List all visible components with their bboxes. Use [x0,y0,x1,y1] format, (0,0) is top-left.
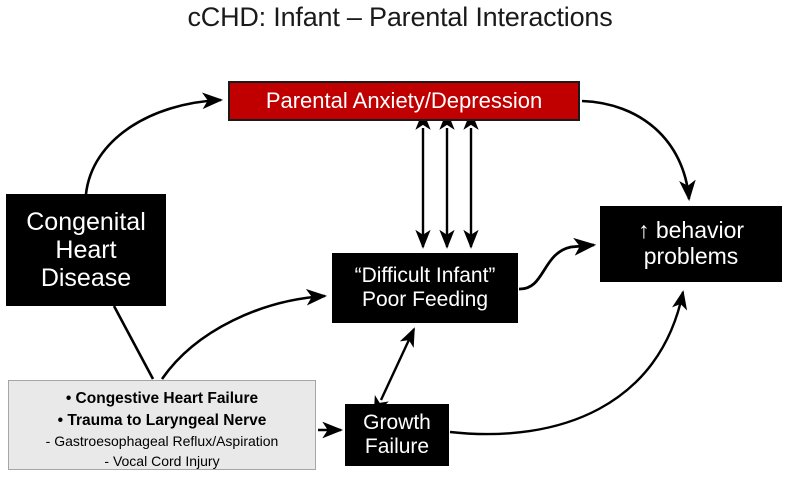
node-difficult-infant-label: “Difficult Infant” Poor Feeding [355,264,496,311]
risk-factor-item-2: • Trauma to Laryngeal Nerve [57,412,267,429]
difficult-infant-line-1: “Difficult Infant” [354,264,496,288]
edge-growth-to-behavior [449,290,688,436]
chd-line-2: Heart [55,236,117,264]
node-difficult-infant[interactable]: “Difficult Infant” Poor Feeding [332,253,518,323]
risk-factor-item-4: - Vocal Cord Injury [104,452,220,469]
node-risk-factors[interactable]: • Congestive Heart Failure • Trauma to L… [8,380,316,470]
edge-chd-to-anxiety [84,92,224,195]
node-parental-anxiety[interactable]: Parental Anxiety/Depression [228,81,580,121]
node-behavior-problems-label: ↑ behavior problems [637,217,745,270]
risk-factor-item-3: - Gastroesophageal Reflux/Aspiration [45,433,279,449]
growth-line-1: Growth [363,411,431,435]
page-title: cCHD: Infant – Parental Interactions [187,2,613,32]
edge-infant-to-behavior [518,237,597,291]
difficult-infant-line-2: Poor Feeding [361,288,489,311]
node-growth-failure[interactable]: Growth Failure [345,404,449,466]
node-parental-anxiety-label: Parental Anxiety/Depression [265,87,543,113]
behavior-line-2: problems [643,243,739,269]
risk-factor-item-1: • Congestive Heart Failure [65,390,259,407]
edge-anxiety-to-behavior [581,99,696,202]
chd-line-3: Disease [40,264,132,292]
growth-line-2: Failure [364,435,430,458]
chd-line-1: Congenital [26,208,146,236]
edge-chd-to-risk [112,305,155,380]
edge-risk-to-infant [160,288,328,380]
node-congenital-heart-disease-label: Congenital Heart Disease [26,208,146,292]
node-congenital-heart-disease[interactable]: Congenital Heart Disease [6,194,166,306]
behavior-line-1: ↑ behavior [637,217,745,244]
node-behavior-problems[interactable]: ↑ behavior problems [600,206,782,282]
node-growth-failure-label: Growth Failure [363,411,431,458]
edge-infant-growth [373,327,416,416]
